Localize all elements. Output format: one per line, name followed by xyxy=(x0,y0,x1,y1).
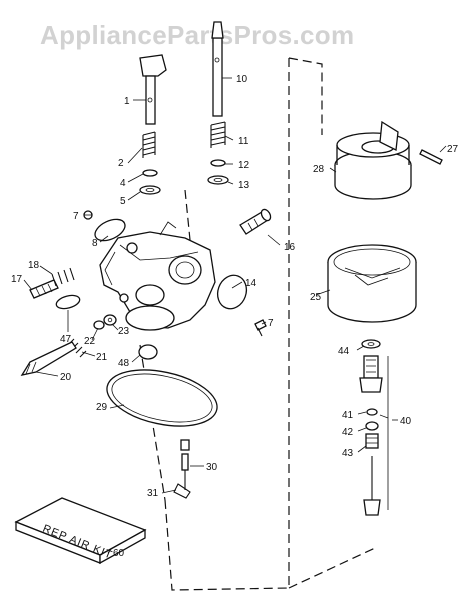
label-47: 47 xyxy=(60,334,72,345)
spring-43 xyxy=(365,433,379,449)
bowl-nut-40 xyxy=(359,355,383,393)
label-25: 25 xyxy=(310,292,322,303)
o-ring-22 xyxy=(93,320,105,330)
label-40: 40 xyxy=(400,416,412,427)
label-48: 48 xyxy=(118,358,130,369)
float-bowl-25 xyxy=(327,244,417,323)
seal-4 xyxy=(142,169,158,177)
washer-42 xyxy=(365,421,379,431)
label-30: 30 xyxy=(206,462,218,473)
washer-5 xyxy=(139,185,161,195)
repair-kit-60: REP AIR KIT xyxy=(14,497,147,565)
seal-41 xyxy=(366,408,378,416)
welch-plug-48 xyxy=(138,344,158,360)
seal-12 xyxy=(210,159,226,167)
label-21: 21 xyxy=(96,352,108,363)
screw-7-right xyxy=(254,319,267,337)
float-28 xyxy=(334,120,412,200)
label-22: 22 xyxy=(84,336,96,347)
bowl-gasket-29 xyxy=(106,369,218,427)
label-44: 44 xyxy=(338,346,350,357)
spring-2 xyxy=(142,131,156,158)
label-42: 42 xyxy=(342,427,354,438)
washer-23 xyxy=(103,314,117,326)
label-5: 5 xyxy=(120,196,126,207)
throttle-plate-8 xyxy=(94,218,126,242)
label-23: 23 xyxy=(118,326,130,337)
label-7-right: 7 xyxy=(268,318,274,329)
label-11: 11 xyxy=(238,136,249,147)
label-20: 20 xyxy=(60,372,72,383)
label-14: 14 xyxy=(245,278,257,289)
spring-18 xyxy=(51,267,75,287)
idle-screw-17 xyxy=(29,279,59,299)
label-12: 12 xyxy=(238,160,250,171)
washer-13 xyxy=(207,175,229,185)
gasket-47 xyxy=(55,294,81,310)
label-60: 60 xyxy=(113,548,125,559)
label-27: 27 xyxy=(447,144,459,155)
leader-lines xyxy=(23,77,447,554)
float-pin-27 xyxy=(419,149,443,165)
label-28: 28 xyxy=(313,164,325,175)
label-4: 4 xyxy=(120,178,126,189)
label-7-top: 7 xyxy=(73,211,79,222)
inlet-needle-30 xyxy=(180,439,190,490)
label-16: 16 xyxy=(284,242,296,253)
label-43: 43 xyxy=(342,448,354,459)
label-8: 8 xyxy=(92,238,98,249)
label-1: 1 xyxy=(124,96,130,107)
fuel-fitting-16 xyxy=(239,208,272,235)
label-17: 17 xyxy=(11,274,23,285)
label-41: 41 xyxy=(342,410,354,421)
main-jet xyxy=(363,456,381,516)
choke-shaft xyxy=(211,21,224,117)
spring-11 xyxy=(210,121,226,148)
label-13: 13 xyxy=(238,180,250,191)
throttle-shaft xyxy=(139,54,167,125)
watermark: AppliancePartsPros.com xyxy=(40,20,354,50)
label-18: 18 xyxy=(28,260,40,271)
label-29: 29 xyxy=(96,402,108,413)
label-2: 2 xyxy=(118,158,124,169)
carburetor-body xyxy=(99,221,216,331)
clip-31 xyxy=(173,483,191,499)
label-31: 31 xyxy=(147,488,159,499)
mixture-needle-20 xyxy=(20,341,77,376)
washer-44 xyxy=(361,339,381,349)
label-10: 10 xyxy=(236,74,248,85)
callout-labels: 1 2 4 5 7 8 10 11 12 13 14 16 7 17 18 47… xyxy=(11,74,459,559)
